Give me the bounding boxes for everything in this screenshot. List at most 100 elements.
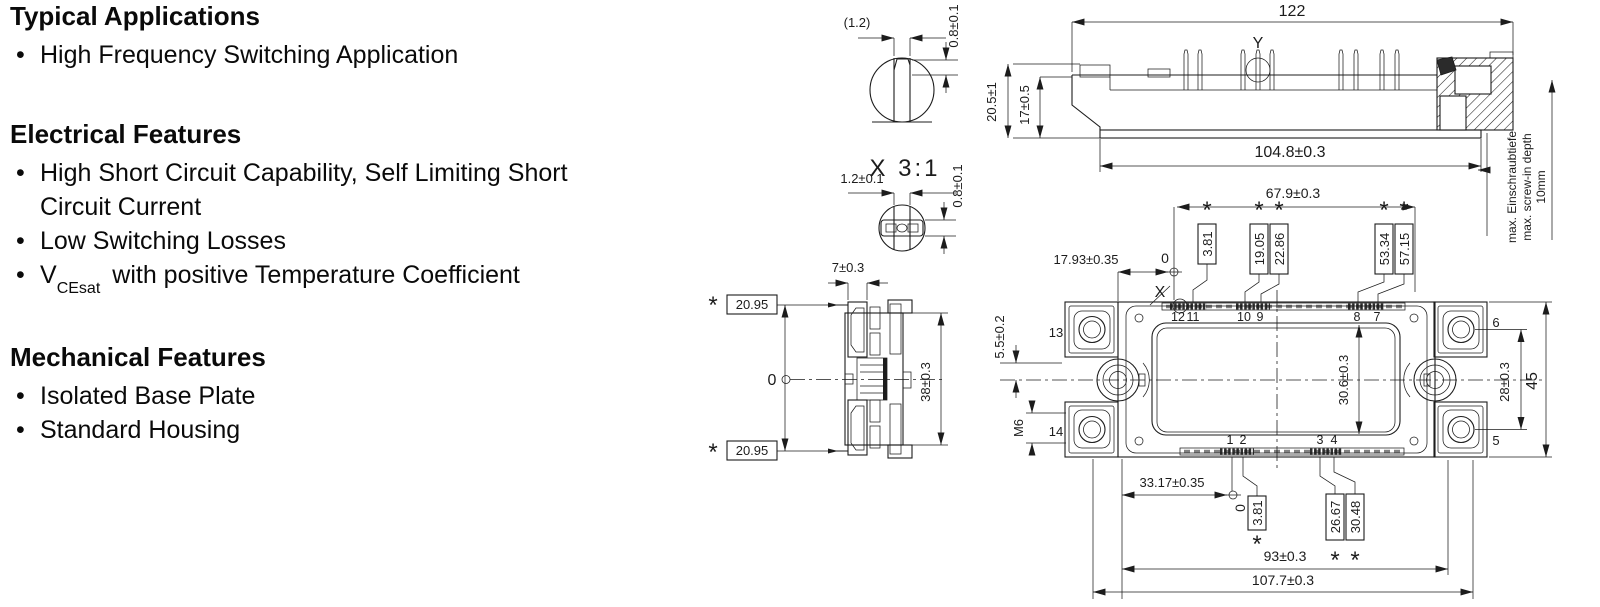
- vcesat-subscript: CEsat: [56, 280, 101, 297]
- technical-drawing: (1.2) 0.8±0.1 X 3:1 1.2±0.1 0.8±0.1 7±0.…: [708, 3, 1556, 599]
- zero-reference-bottom: 0: [1232, 504, 1248, 512]
- dim-pin-pos: 3.81: [1200, 231, 1215, 256]
- front-view: 12 11 10 9 8 7 1 2 3 4: [992, 185, 1552, 599]
- dim-housing-height: 17±0.5: [1017, 85, 1032, 125]
- detail-y-marker: Y: [1253, 35, 1264, 52]
- feature-list: Isolated Base Plate Standard Housing: [10, 379, 650, 447]
- terminal-number: 13: [1049, 325, 1063, 340]
- dim-pin-pos: 26.67: [1328, 501, 1343, 534]
- asterisk-mark: *: [1202, 197, 1211, 224]
- asterisk-mark: *: [1330, 547, 1339, 574]
- side-view: 122 Y: [984, 3, 1556, 243]
- dim-pin-thickness: 0.8±0.1: [950, 164, 965, 207]
- feature-list: High Frequency Switching Application: [10, 38, 650, 72]
- dim-pin-column-width: 7±0.3: [832, 260, 864, 275]
- boxed-dim: [726, 294, 778, 315]
- asterisk-mark: *: [708, 292, 717, 319]
- dim-hole-span: 28±0.3: [1497, 362, 1512, 402]
- feature-item: Isolated Base Plate: [10, 379, 640, 413]
- end-view: 7±0.3 * 20.95 *: [708, 260, 948, 466]
- asterisk-mark: *: [1274, 197, 1283, 224]
- screw-depth-value: 10mm: [1534, 170, 1548, 203]
- terminal-number: 14: [1049, 424, 1063, 439]
- dim-boss-offset: 5.5±0.2: [992, 315, 1007, 358]
- pin-position-dims-top: * 3.81 * 19.05 * 22.86 * 53.34 * 57.15: [1192, 197, 1414, 302]
- dim-housing-height: 38±0.3: [918, 362, 933, 402]
- zero-reference-top: 0: [1161, 250, 1169, 266]
- dim-pin-tip-height: 0.8±0.1: [946, 4, 961, 47]
- feature-item-vcesat: VCEsat with positive Temperature Coeffici…: [10, 258, 640, 302]
- detail-y-view: (1.2) 0.8±0.1: [844, 4, 961, 123]
- pin-number: 12: [1171, 310, 1185, 324]
- dim-lid-height: 30.6±0.3: [1336, 355, 1351, 406]
- vcesat-text: with positive Temperature Coefficient: [112, 261, 520, 289]
- pin-strip-bottom: [1179, 447, 1405, 456]
- dim-offset-bottom: 33.17±0.35: [1140, 475, 1205, 490]
- dim-pin-span: 67.9±0.3: [1266, 185, 1321, 201]
- pin-number: 1: [1227, 433, 1234, 447]
- detail-y-marker-circle: [1245, 57, 1271, 83]
- asterisk-mark: *: [1254, 197, 1263, 224]
- asterisk-mark: *: [1252, 531, 1261, 558]
- dim-pin-pos: 3.81: [1250, 500, 1265, 525]
- pin-number: 11: [1187, 310, 1200, 324]
- dim-overall-length: 107.7±0.3: [1252, 572, 1314, 588]
- dim-pin-pos: 30.48: [1348, 501, 1363, 534]
- vcesat-symbol: V: [40, 261, 57, 289]
- pin-number: 8: [1354, 310, 1361, 324]
- asterisk-mark: *: [1350, 547, 1359, 574]
- pin-number: 3: [1317, 433, 1324, 447]
- dim-pin-width: 1.2±0.1: [840, 171, 883, 186]
- pin-row-profile: [1183, 49, 1400, 90]
- dim-overall-length: 122: [1279, 3, 1306, 20]
- detail-x-marker: X: [1155, 284, 1166, 301]
- dim-pin-pos: 53.34: [1377, 233, 1392, 266]
- dim-pin-offset-bottom: 20.95: [736, 443, 769, 458]
- feature-item: High Frequency Switching Application: [10, 38, 640, 72]
- screw-depth-note-de: max. Einschraubtiefe: [1505, 131, 1519, 243]
- detail-x-view: X 3:1 1.2±0.1 0.8±0.1: [840, 155, 965, 254]
- detail-circle: [869, 57, 935, 123]
- pin-number: 9: [1257, 310, 1264, 324]
- dim-mount-span: 93±0.3: [1264, 548, 1307, 564]
- pin-position-dims-bottom: 3.81 * 26.67 * 30.48 *: [1242, 457, 1365, 574]
- terminal-number: 6: [1492, 315, 1499, 330]
- asterisk-mark: *: [1399, 197, 1408, 224]
- pin-strip-top: [1161, 302, 1406, 311]
- detail-circle: [878, 204, 926, 252]
- dim-pin-width: (1.2): [844, 15, 871, 30]
- pin-number: 4: [1331, 433, 1338, 447]
- screw-boss-section: [1436, 51, 1514, 131]
- detail-scale-label: X 3:1: [869, 155, 940, 182]
- screw-depth-note-en: max. screw-in depth: [1520, 133, 1534, 240]
- section-title: Electrical Features: [10, 119, 242, 149]
- terminal-number: 5: [1492, 433, 1499, 448]
- boxed-dim: [726, 440, 778, 461]
- dim-total-height: 20.5±1: [984, 82, 999, 122]
- module-lid: [1151, 322, 1401, 436]
- dim-pin-pos: 19.05: [1252, 233, 1267, 266]
- baseplate: [1099, 129, 1482, 139]
- dim-pin-pos: 22.86: [1272, 233, 1287, 266]
- asterisk-mark: *: [708, 439, 717, 466]
- thread-size-label: M6: [1011, 419, 1026, 437]
- feature-list: High Short Circuit Capability, Self Limi…: [10, 156, 650, 302]
- section-typical-applications: Typical Applications High Frequency Swit…: [10, 0, 650, 72]
- module-body: [1117, 301, 1436, 458]
- pin-number: 10: [1237, 310, 1251, 324]
- feature-item: Standard Housing: [10, 413, 640, 447]
- section-title: Mechanical Features: [10, 342, 266, 372]
- dim-pin-offset-top: 20.95: [736, 297, 769, 312]
- dim-baseplate-length: 104.8±0.3: [1254, 144, 1325, 161]
- feature-item: High Short Circuit Capability, Self Limi…: [10, 156, 640, 224]
- pin-number: 7: [1374, 310, 1381, 324]
- terminal-pad-13: [1064, 301, 1119, 358]
- dim-offset-left: 17.93±0.35: [1054, 252, 1119, 267]
- dim-total-height: 45: [1524, 372, 1541, 390]
- feature-item: Low Switching Losses: [10, 224, 640, 258]
- terminal-pad-14: [1064, 401, 1119, 458]
- section-electrical-features: Electrical Features High Short Circuit C…: [10, 118, 650, 302]
- section-title: Typical Applications: [10, 1, 260, 31]
- section-mechanical-features: Mechanical Features Isolated Base Plate …: [10, 341, 650, 447]
- asterisk-mark: *: [1379, 197, 1388, 224]
